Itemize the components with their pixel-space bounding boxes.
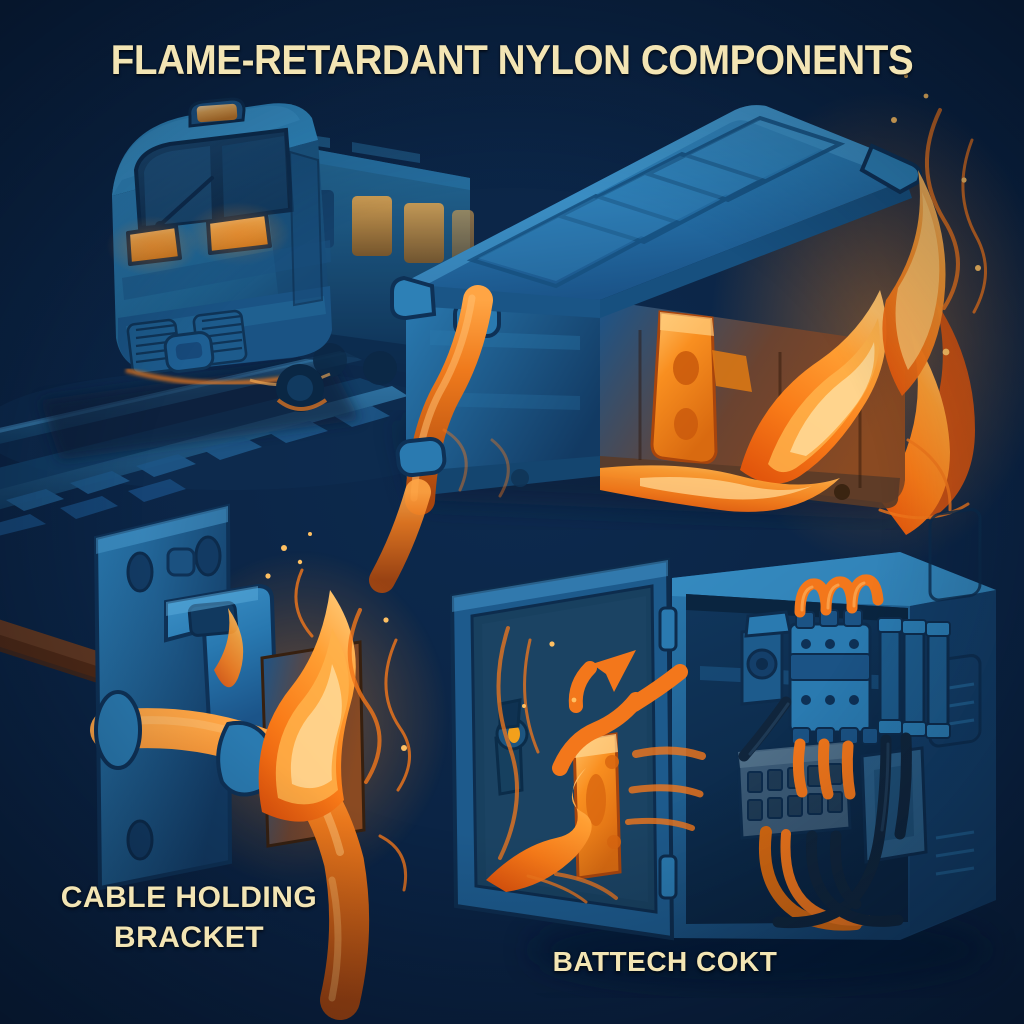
train-cab <box>106 97 332 387</box>
door-orange-bracket <box>572 732 622 880</box>
panel-electrical-cabinet <box>449 508 996 990</box>
panel-battery-box <box>369 74 1024 593</box>
cabinet-fuse-holders <box>877 617 951 739</box>
panel-cable-bracket <box>0 503 450 1020</box>
cabinet-contactor <box>740 610 792 706</box>
cabinet-enclosure-box <box>860 746 928 864</box>
cabinet-circuit-breaker <box>788 609 879 745</box>
